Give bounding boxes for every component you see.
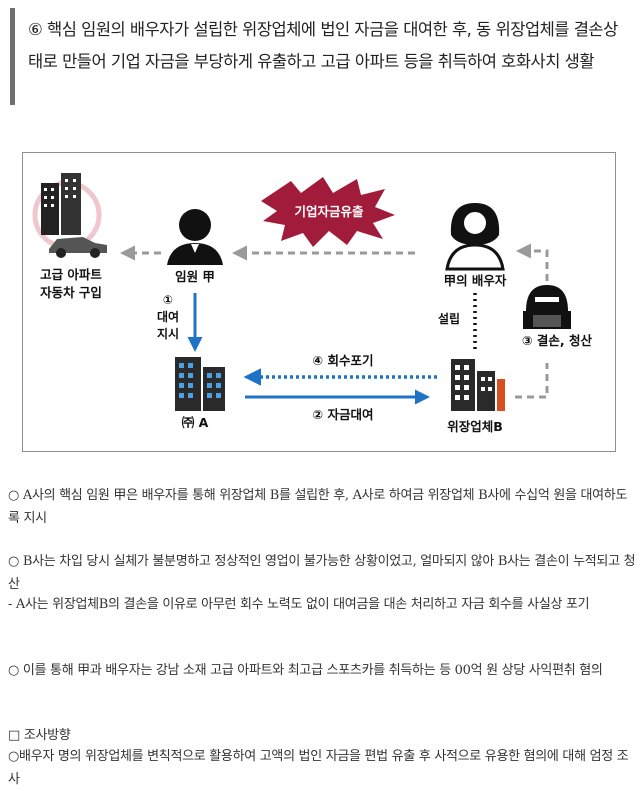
paragraph-investigation-plan: ○배우자 명의 위장업체를 변칙적으로 활용하여 고액의 법인 자금을 편법 유… [8, 749, 629, 787]
hacker-figure-icon [523, 285, 571, 329]
luxury-label-1: 고급 아파트 [40, 267, 102, 282]
section-heading-investigation: □ 조사방향 [8, 728, 71, 743]
establish-label: 설립 [438, 311, 460, 326]
instruct-number: ① [163, 293, 173, 307]
quote-bar [10, 8, 15, 105]
luxury-label-2: 자동차 구입 [40, 285, 102, 300]
company-b-building-icon [451, 359, 505, 411]
deficit-path-upper [516, 243, 549, 281]
instruct-label-1: 대여 [157, 309, 179, 324]
loan-label: ② 자금대여 [313, 407, 374, 422]
heading-quote-block: ⑥ 핵심 임원의 배우자가 설립한 위장업체에 법인 자금을 대여한 후, 동 … [10, 8, 632, 105]
paragraph-write-off: - A사는 위장업체B의 결손을 이유로 아무런 회수 노력도 없이 대여금을 … [8, 597, 590, 612]
paragraph-loan-instruction: ○ A사의 핵심 임원 甲은 배우자를 통해 위장업체 B를 설립한 후, A사… [8, 488, 628, 526]
paragraph-company-b-status: ○ B사는 차입 당시 실체가 불분명하고 정상적인 영업이 불가능한 상황이었… [8, 554, 636, 592]
executive-person-icon [167, 209, 223, 265]
deficit-path-lower [515, 363, 549, 399]
luxury-apartment-car-icon [32, 173, 107, 258]
company-b-label: 위장업체B [447, 419, 503, 434]
spouse-person-icon [445, 203, 505, 271]
paragraph-private-gain: ○ 이를 통해 甲과 배우자는 강남 소재 고급 아파트와 최고급 스포츠카를 … [8, 663, 603, 678]
company-a-label: ㈜ A [182, 415, 209, 430]
heading-text: ⑥ 핵심 임원의 배우자가 설립한 위장업체에 법인 자금을 대여한 후, 동 … [28, 20, 618, 71]
instruct-label-2: 지시 [157, 326, 179, 341]
spouse-label: 甲의 배우자 [444, 273, 507, 288]
executive-label: 임원 甲 [175, 269, 215, 284]
waive-label: ④ 회수포기 [313, 353, 374, 368]
fund-outflow-burst [261, 177, 395, 247]
company-a-building-icon [175, 357, 225, 411]
scheme-diagram: 고급 아파트 자동차 구입 기업자금유출 임원 甲 甲의 배우자 ③ 결손, [22, 152, 616, 452]
burst-label: 기업자금유출 [294, 204, 364, 219]
deficit-label: ③ 결손, 청산 [522, 333, 593, 348]
